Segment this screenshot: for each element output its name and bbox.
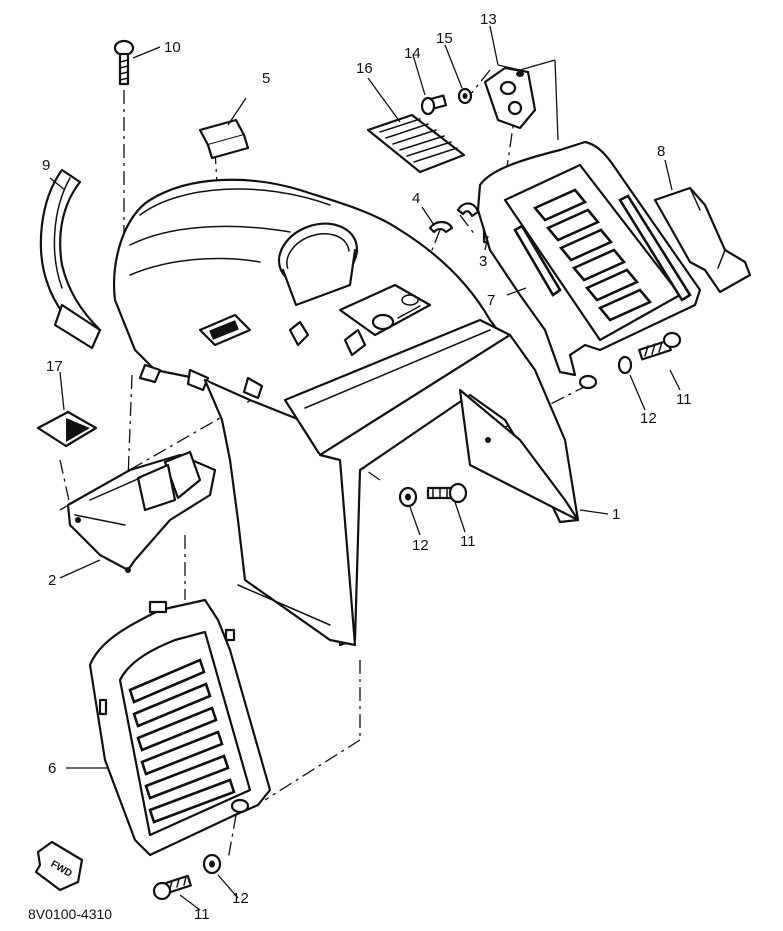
callout-15: 15 [436, 30, 453, 47]
callout-3: 3 [479, 253, 487, 270]
diagram-code: 8V0100-4310 [28, 906, 112, 922]
callout-1: 1 [612, 506, 620, 523]
part-12-washer-center [398, 486, 418, 508]
part-11-bolt-right [638, 331, 682, 361]
fwd-arrow-icon: FWD [34, 840, 84, 892]
callout-labels: 1 2 3 4 5 6 7 8 9 10 11 11 11 12 12 12 1… [42, 11, 692, 923]
part-4-clip [428, 220, 454, 234]
callout-17: 17 [46, 358, 63, 375]
callout-4: 4 [412, 190, 420, 207]
callout-12-center: 12 [412, 537, 429, 554]
part-11-bolt-bottom [152, 874, 192, 901]
callout-2: 2 [48, 572, 56, 589]
callout-13: 13 [480, 11, 497, 28]
part-6-lower-vent-panel [88, 598, 272, 857]
part-upper-side-vent-panel [476, 140, 702, 390]
callout-16: 16 [356, 60, 373, 77]
part-12-washer-bottom [202, 853, 222, 875]
callout-12-right: 12 [640, 410, 657, 427]
callout-11-bottom: 11 [194, 906, 210, 923]
part-14-bolt [420, 94, 448, 116]
part-10-screw [113, 39, 135, 86]
part-17-label [36, 410, 98, 448]
part-16-label-plate [366, 113, 466, 174]
part-13-bracket [483, 66, 537, 130]
part-12-washer-right [617, 355, 633, 375]
part-1-front-cowl [113, 178, 580, 647]
callout-8: 8 [657, 143, 665, 160]
callout-9: 9 [42, 157, 50, 174]
part-5-clip [198, 118, 250, 160]
callout-7: 7 [487, 292, 495, 309]
part-9-arc-panel [39, 168, 102, 350]
callout-14: 14 [404, 45, 421, 62]
callout-12-bottom: 12 [232, 890, 249, 907]
part-2-tray [66, 450, 217, 573]
callout-11-center: 11 [460, 533, 476, 550]
lower-vent-louvers [128, 658, 236, 824]
leader-lines [49, 25, 681, 911]
callout-10: 10 [164, 39, 181, 56]
callout-11-right: 11 [676, 391, 692, 408]
callout-5: 5 [262, 70, 270, 87]
part-8-rubber-strip [653, 186, 752, 294]
callout-6: 6 [48, 760, 56, 777]
part-15-washer [457, 87, 473, 105]
upper-vent-louvers [532, 188, 653, 322]
part-11-bolt-center [426, 482, 468, 504]
